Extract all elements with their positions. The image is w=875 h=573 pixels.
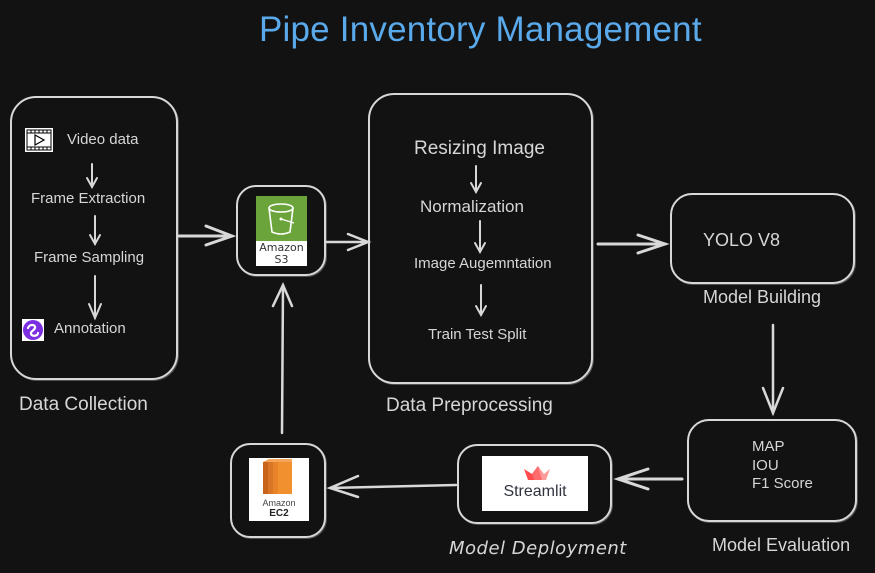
ec2-text-line1: Amazon: [262, 498, 296, 508]
amazon-ec2-icon: Amazon EC2: [249, 458, 309, 521]
step-resizing-image: Resizing Image: [414, 138, 545, 159]
model-building-label: Model Building: [703, 287, 822, 307]
step-normalization: Normalization: [420, 197, 524, 216]
arrow-collection-to-s3: [177, 224, 237, 247]
s3-text-line1: Amazon: [259, 241, 304, 254]
metric-f1-score: F1 Score: [752, 475, 813, 492]
data-preprocessing-label: Data Preprocessing: [386, 395, 553, 416]
yolo-v8-text: YOLO V8: [703, 230, 781, 250]
arrow-deployment-to-ec2: [326, 474, 458, 499]
amazon-s3-icon: Amazon S3: [256, 196, 307, 266]
step-video-data: Video data: [67, 131, 139, 148]
arrow-preprocessing-to-building: [596, 233, 670, 255]
annotation-tool-icon: [22, 319, 44, 341]
arrow-ec2-to-s3: [271, 281, 294, 435]
metric-iou: IOU: [752, 457, 779, 474]
arrow-evaluation-to-deployment: [613, 467, 684, 491]
diagram-title: Pipe Inventory Management: [259, 10, 702, 49]
model-evaluation-box: [687, 419, 857, 522]
model-deployment-label: Model Deployment: [449, 538, 627, 559]
model-building-box: [670, 193, 855, 284]
data-collection-label: Data Collection: [19, 394, 148, 415]
step-train-test-split: Train Test Split: [428, 326, 527, 343]
ec2-text-line2: EC2: [269, 508, 289, 519]
metric-map: MAP: [752, 438, 785, 455]
step-frame-sampling: Frame Sampling: [34, 249, 145, 266]
step-frame-extraction: Frame Extraction: [31, 190, 146, 207]
streamlit-crown-icon: [524, 466, 550, 480]
video-icon: [25, 128, 53, 152]
arrow-building-to-evaluation: [761, 323, 785, 417]
step-annotation: Annotation: [54, 320, 126, 337]
step-image-augmentation: Image Augemntation: [414, 255, 552, 272]
streamlit-text: Streamlit: [503, 483, 567, 500]
streamlit-logo: Streamlit: [482, 456, 588, 511]
model-evaluation-label: Model Evaluation: [712, 535, 851, 555]
s3-text-line2: S3: [274, 253, 289, 266]
arrow-s3-to-preprocessing: [324, 232, 372, 252]
